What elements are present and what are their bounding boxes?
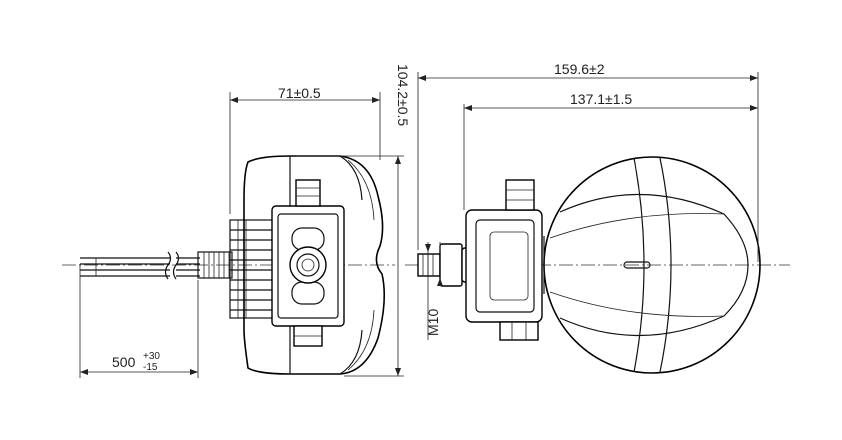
dim-overall-length: 159.6±2 <box>554 61 605 77</box>
dim-body-length: 137.1±1.5 <box>570 91 632 107</box>
front-view <box>417 156 761 374</box>
side-view <box>80 155 386 375</box>
mounting-bracket <box>271 179 345 347</box>
lamp-housing <box>243 155 386 375</box>
cable <box>80 251 200 280</box>
dimension-lines <box>79 72 759 378</box>
cable-gland <box>197 251 233 279</box>
dim-thread: M10 <box>425 309 441 336</box>
dim-cable-tol-minus: -15 <box>143 362 158 373</box>
dim-cable-tol-plus: +30 <box>143 351 160 362</box>
dim-cable-length: 500 <box>112 354 136 370</box>
round-lamp <box>543 156 761 374</box>
heat-sink-fins <box>229 219 279 319</box>
dim-height: 104.2±0.5 <box>395 64 411 126</box>
dim-depth: 71±0.5 <box>278 85 321 101</box>
bracket-side <box>465 179 543 341</box>
